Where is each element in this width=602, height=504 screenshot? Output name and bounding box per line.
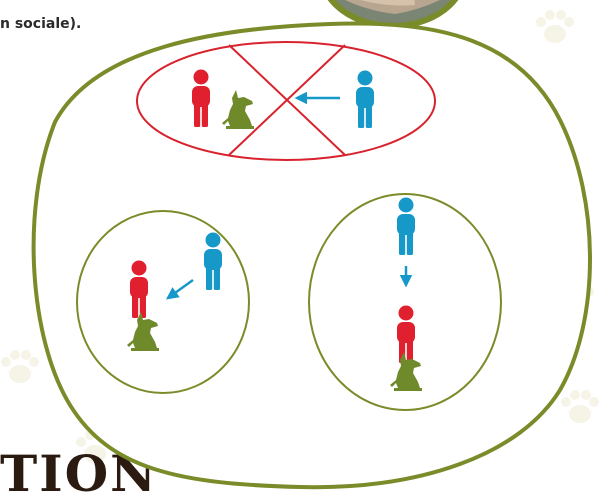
outer-boundary [34, 24, 590, 488]
